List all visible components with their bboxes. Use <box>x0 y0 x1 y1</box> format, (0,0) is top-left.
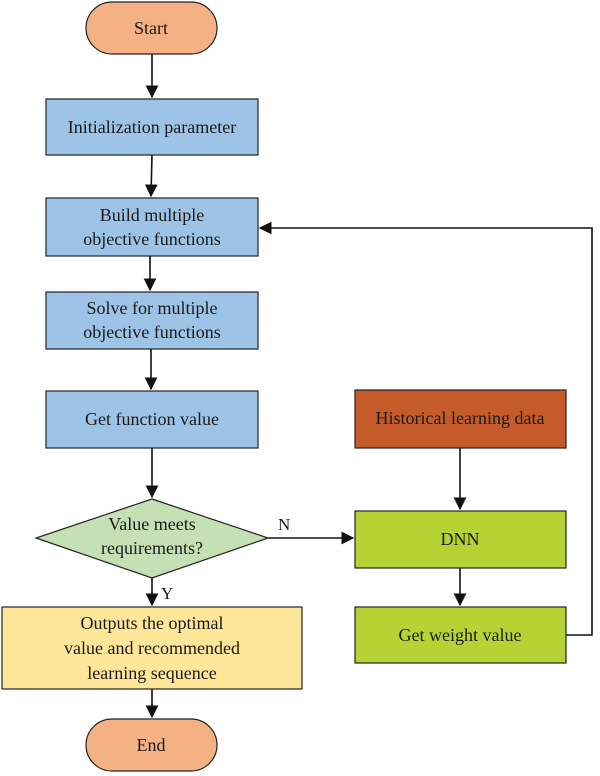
init-shape <box>45 98 259 156</box>
weight-label: Get weight value <box>399 625 522 645</box>
dnn-shape <box>354 510 567 569</box>
end-label: End <box>137 735 166 755</box>
decision-node: Value meets requirements? <box>34 498 270 579</box>
build-node: Build multiple objective functions <box>45 197 259 257</box>
output-node: Outputs the optimal value and recommende… <box>1 606 303 690</box>
historical-label: Historical learning data <box>376 408 545 428</box>
end-shape <box>85 718 218 772</box>
build-shape <box>45 197 259 257</box>
solve-label-line2: objective functions <box>83 322 220 342</box>
output-label-line3: learning sequence <box>87 663 216 683</box>
yes-edge-label: Y <box>161 584 173 603</box>
init-node: Initialization parameter <box>45 98 259 156</box>
dnn-label: DNN <box>441 529 480 549</box>
decision-label-line2: requirements? <box>101 538 203 558</box>
start-label: Start <box>134 18 168 38</box>
arrow-init-to-build <box>144 154 158 198</box>
getfv-label: Get function value <box>85 409 219 429</box>
build-label-line1: Build multiple <box>100 205 205 225</box>
decision-label-line1: Value meets <box>108 514 195 534</box>
no-edge-label: N <box>278 515 290 534</box>
getfv-node: Get function value <box>45 390 259 449</box>
output-label-line2: value and recommended <box>64 638 240 658</box>
solve-shape <box>45 291 259 350</box>
weight-shape <box>354 606 567 664</box>
end-node: End <box>85 718 218 772</box>
output-label-line1: Outputs the optimal <box>81 613 224 633</box>
build-label-line2: objective functions <box>83 229 220 249</box>
start-node: Start <box>85 1 218 55</box>
weight-node: Get weight value <box>354 606 567 664</box>
solve-label-line1: Solve for multiple <box>87 298 218 318</box>
dnn-node: DNN <box>354 510 567 569</box>
arrow-weight-to-build <box>258 221 593 636</box>
init-label: Initialization parameter <box>68 117 236 137</box>
solve-node: Solve for multiple objective functions <box>45 291 259 350</box>
historical-node: Historical learning data <box>354 389 567 449</box>
output-shape <box>1 606 303 690</box>
historical-shape <box>354 389 567 449</box>
